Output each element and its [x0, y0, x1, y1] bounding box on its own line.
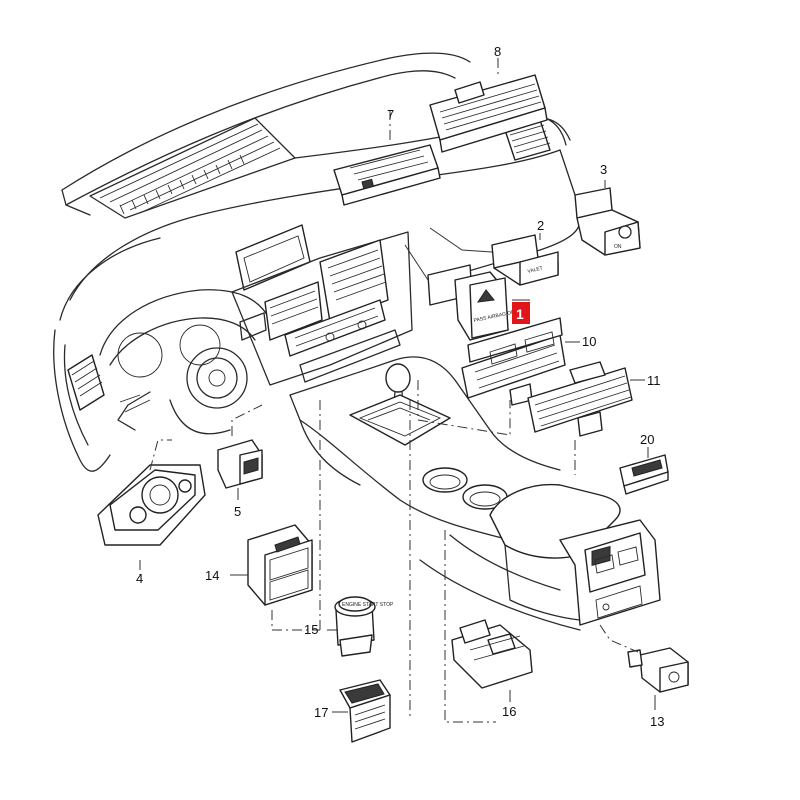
valet-label: VALET [527, 265, 543, 275]
part-4-light-switch [97, 439, 206, 575]
callout-1-badge [512, 302, 530, 324]
callout-16: 16 [502, 704, 516, 719]
callout-17: 17 [314, 705, 328, 720]
part-1-hazard-airbag-switch: PASS AIRBAG OFF [404, 244, 518, 341]
callout-10: 10 [582, 334, 596, 349]
part-5-switch [217, 404, 263, 500]
callout-5: 5 [234, 504, 241, 519]
engine-start-label: ENGINE START STOP [342, 602, 394, 608]
part-17-switch [332, 400, 411, 743]
callout-7: 7 [387, 107, 394, 122]
part-20-switch [619, 447, 669, 495]
part-8-switch-panel [429, 58, 548, 153]
callout-13: 13 [650, 714, 664, 729]
callout-14: 14 [205, 568, 219, 583]
callout-15: 15 [304, 622, 318, 637]
part-2-valet-switch: VALET [429, 227, 559, 286]
callout-20: 20 [640, 432, 654, 447]
svg-text:ON: ON [614, 244, 622, 250]
part-14-switch-block [230, 400, 321, 631]
callout-3: 3 [600, 162, 607, 177]
callout-1: 1 [516, 306, 524, 322]
callouts: 1 2 3 4 5 7 8 10 11 13 14 15 16 17 20 [136, 44, 664, 729]
part-13-socket [599, 624, 689, 710]
callout-11: 11 [647, 373, 661, 388]
part-10-switch-panel [417, 317, 566, 436]
part-3-switch: ON [574, 187, 641, 256]
part-7-switch-panel [333, 110, 441, 206]
callout-4: 4 [136, 571, 143, 586]
part-16-window-switch [444, 530, 533, 723]
part-15-start-button: ENGINE START STOP [327, 596, 394, 657]
callout-8: 8 [494, 44, 501, 59]
part-11-switch-panel [527, 361, 633, 475]
callout-2: 2 [537, 218, 544, 233]
